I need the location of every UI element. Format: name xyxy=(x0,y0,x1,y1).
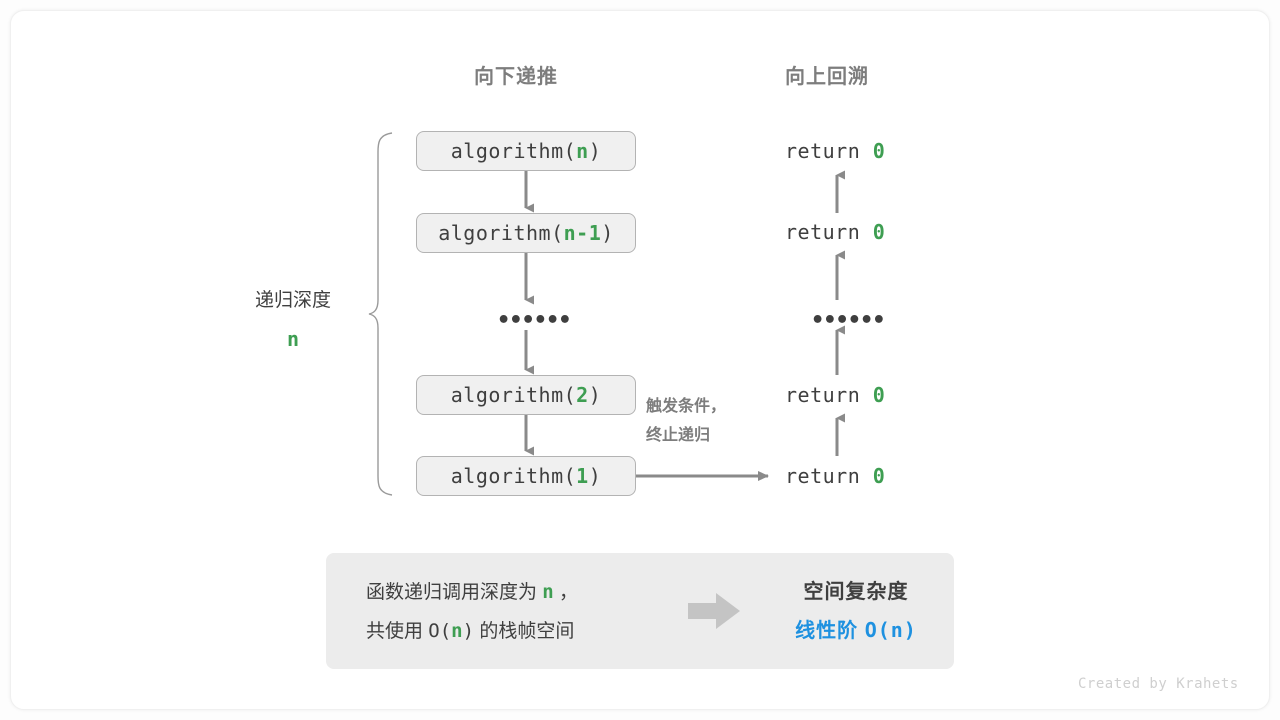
summary-line-2: 共使用 O(n) 的栈帧空间 xyxy=(366,612,578,651)
return-keyword: return xyxy=(785,464,861,488)
return-value: 0 xyxy=(872,220,886,244)
column-header-backtrack-up: 向上回溯 xyxy=(785,66,869,88)
termination-note: 触发条件， 终止递归 xyxy=(646,392,726,450)
summary-line2-n: n xyxy=(451,620,463,642)
return-statement: return 0 xyxy=(785,139,885,163)
summary-description: 函数递归调用深度为 n ， 共使用 O(n) 的栈帧空间 xyxy=(366,573,578,651)
summary-line2-bigo-close: ) xyxy=(462,620,475,642)
summary-line2-text-b: 的栈帧空间 xyxy=(474,621,575,642)
summary-line2-text-a: 共使用 xyxy=(366,621,429,642)
call-frame-suffix: ) xyxy=(588,383,602,407)
complexity-title: 空间复杂度 xyxy=(803,581,909,603)
call-frame-prefix: algorithm( xyxy=(450,383,577,407)
recursion-depth-value: n xyxy=(286,327,300,351)
recursion-depth-text: 递归深度 xyxy=(254,290,331,311)
call-frame-arg: n xyxy=(576,139,589,163)
return-value: 0 xyxy=(872,383,886,407)
call-frame-prefix: algorithm( xyxy=(450,464,577,488)
complexity-bigo: O(n) xyxy=(864,618,917,642)
call-frame-box[interactable]: algorithm(n-1) xyxy=(416,213,636,253)
return-value: 0 xyxy=(872,139,886,163)
summary-panel: 函数递归调用深度为 n ， 共使用 O(n) 的栈帧空间 空间复杂度 线性阶 O… xyxy=(326,553,954,669)
call-frame-suffix: ) xyxy=(588,139,602,163)
call-frame-box[interactable]: algorithm(n) xyxy=(416,131,636,171)
return-statement: return 0 xyxy=(785,220,885,244)
termination-note-line2: 终止递归 xyxy=(646,427,711,444)
column-header-recurse-down: 向下递推 xyxy=(474,66,558,88)
return-statement: return 0 xyxy=(785,383,885,407)
complexity-order-label: 线性阶 xyxy=(795,620,865,642)
complexity-value: 线性阶 O(n) xyxy=(766,611,946,650)
complexity-result: 空间复杂度 线性阶 O(n) xyxy=(766,573,946,650)
ellipsis-right: •••••• xyxy=(811,308,885,333)
return-keyword: return xyxy=(785,220,861,244)
call-frame-suffix: ) xyxy=(601,221,614,245)
summary-line-1: 函数递归调用深度为 n ， xyxy=(366,573,578,612)
call-frame-box[interactable]: algorithm(2) xyxy=(416,375,636,415)
call-frame-suffix: ) xyxy=(588,464,602,488)
call-frame-arg: n-1 xyxy=(563,221,602,245)
summary-line1-text-a: 函数递归调用深度为 xyxy=(366,582,543,603)
return-keyword: return xyxy=(785,139,861,163)
recursion-depth-label: 递归深度 n xyxy=(238,282,348,358)
termination-note-line1: 触发条件， xyxy=(646,398,727,415)
summary-line1-n: n xyxy=(542,581,554,603)
call-frame-arg: 1 xyxy=(576,464,589,488)
summary-line2-bigo-open: O( xyxy=(428,620,452,642)
summary-line1-text-b: ， xyxy=(553,582,579,603)
call-frame-prefix: algorithm( xyxy=(438,221,564,245)
call-frame-box[interactable]: algorithm(1) xyxy=(416,456,636,496)
return-statement: return 0 xyxy=(785,464,885,488)
call-frame-prefix: algorithm( xyxy=(450,139,577,163)
return-value: 0 xyxy=(872,464,886,488)
implies-arrow-icon xyxy=(688,593,740,629)
return-keyword: return xyxy=(785,383,861,407)
ellipsis-left: •••••• xyxy=(497,308,571,333)
credit-text: Created by Krahets xyxy=(1078,676,1239,692)
call-frame-arg: 2 xyxy=(576,383,589,407)
